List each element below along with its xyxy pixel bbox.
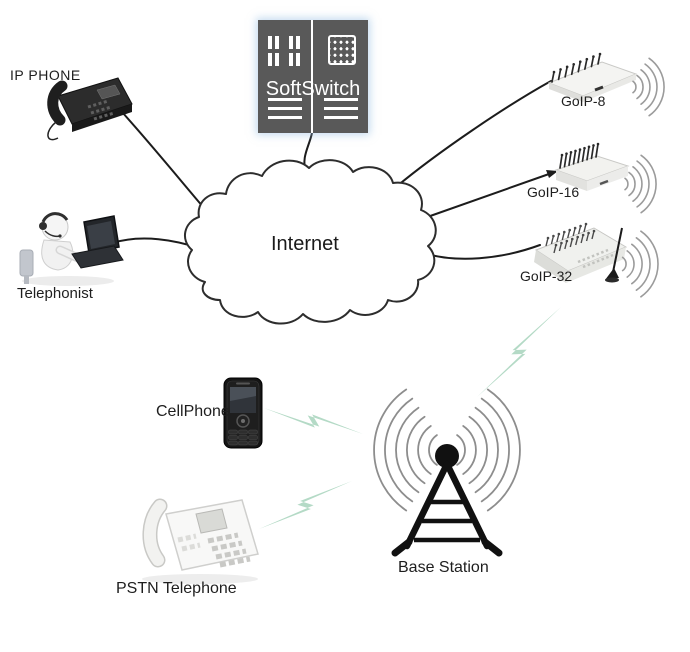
link-internet-goip8 [395,80,552,188]
pstn-telephone-label: PSTN Telephone [116,580,237,597]
lightning-link-pstn-basestation [259,481,352,529]
goip-32-label: GoIP-32 [520,268,573,284]
internet-cloud-shape [183,159,437,325]
softswitch-server-icon: SoftSwitch [258,20,368,133]
telephonist-label: Telephonist [17,285,93,302]
base-station-signal-left-icon [373,388,438,512]
goip-8-antennas [551,52,602,83]
lightning-link-goip32-basestation [477,307,561,397]
ip-phone-icon [47,77,133,141]
goip-8-icon [547,52,638,102]
ip-phone-label: IP PHONE [10,67,81,83]
goip-16-wifi-signal-icon [624,154,657,214]
goip-32-antennas-row1 [545,222,588,247]
cellphone-label: CellPhone [156,403,230,420]
link-internet-goip16 [415,173,550,222]
server-dot-grid-icon [328,35,356,65]
telephonist-icon [19,212,124,286]
goip-16-label: GoIP-16 [527,184,580,200]
goip-8-label: GoIP-8 [561,93,606,109]
goip-32-antennas-row2 [553,229,596,254]
base-station-label: Base Station [398,559,489,576]
goip-16-icon [554,142,630,191]
goip-32-icon [534,222,628,283]
lightning-link-cellphone-basestation [264,408,363,434]
cellphone-icon [223,377,263,449]
pstn-telephone-icon [142,498,259,584]
softswitch-label: SoftSwitch [265,78,361,100]
arrowhead-goip16 [546,170,558,178]
internet-label: Internet [271,233,339,255]
goip-16-antennas [559,142,600,169]
goip-32-wifi-signal-icon [621,230,659,298]
server-vent-slots-icon [268,36,303,70]
server-divider [311,20,313,133]
server-drive-bays-right-icon [324,98,358,119]
base-station-tower-icon [391,444,503,557]
base-station-signal-right-icon [456,388,521,512]
goip-8-wifi-signal-icon [632,57,665,117]
headset-icon [41,212,69,223]
server-drive-bays-left-icon [268,98,302,119]
link-internet-goip32 [419,244,541,260]
